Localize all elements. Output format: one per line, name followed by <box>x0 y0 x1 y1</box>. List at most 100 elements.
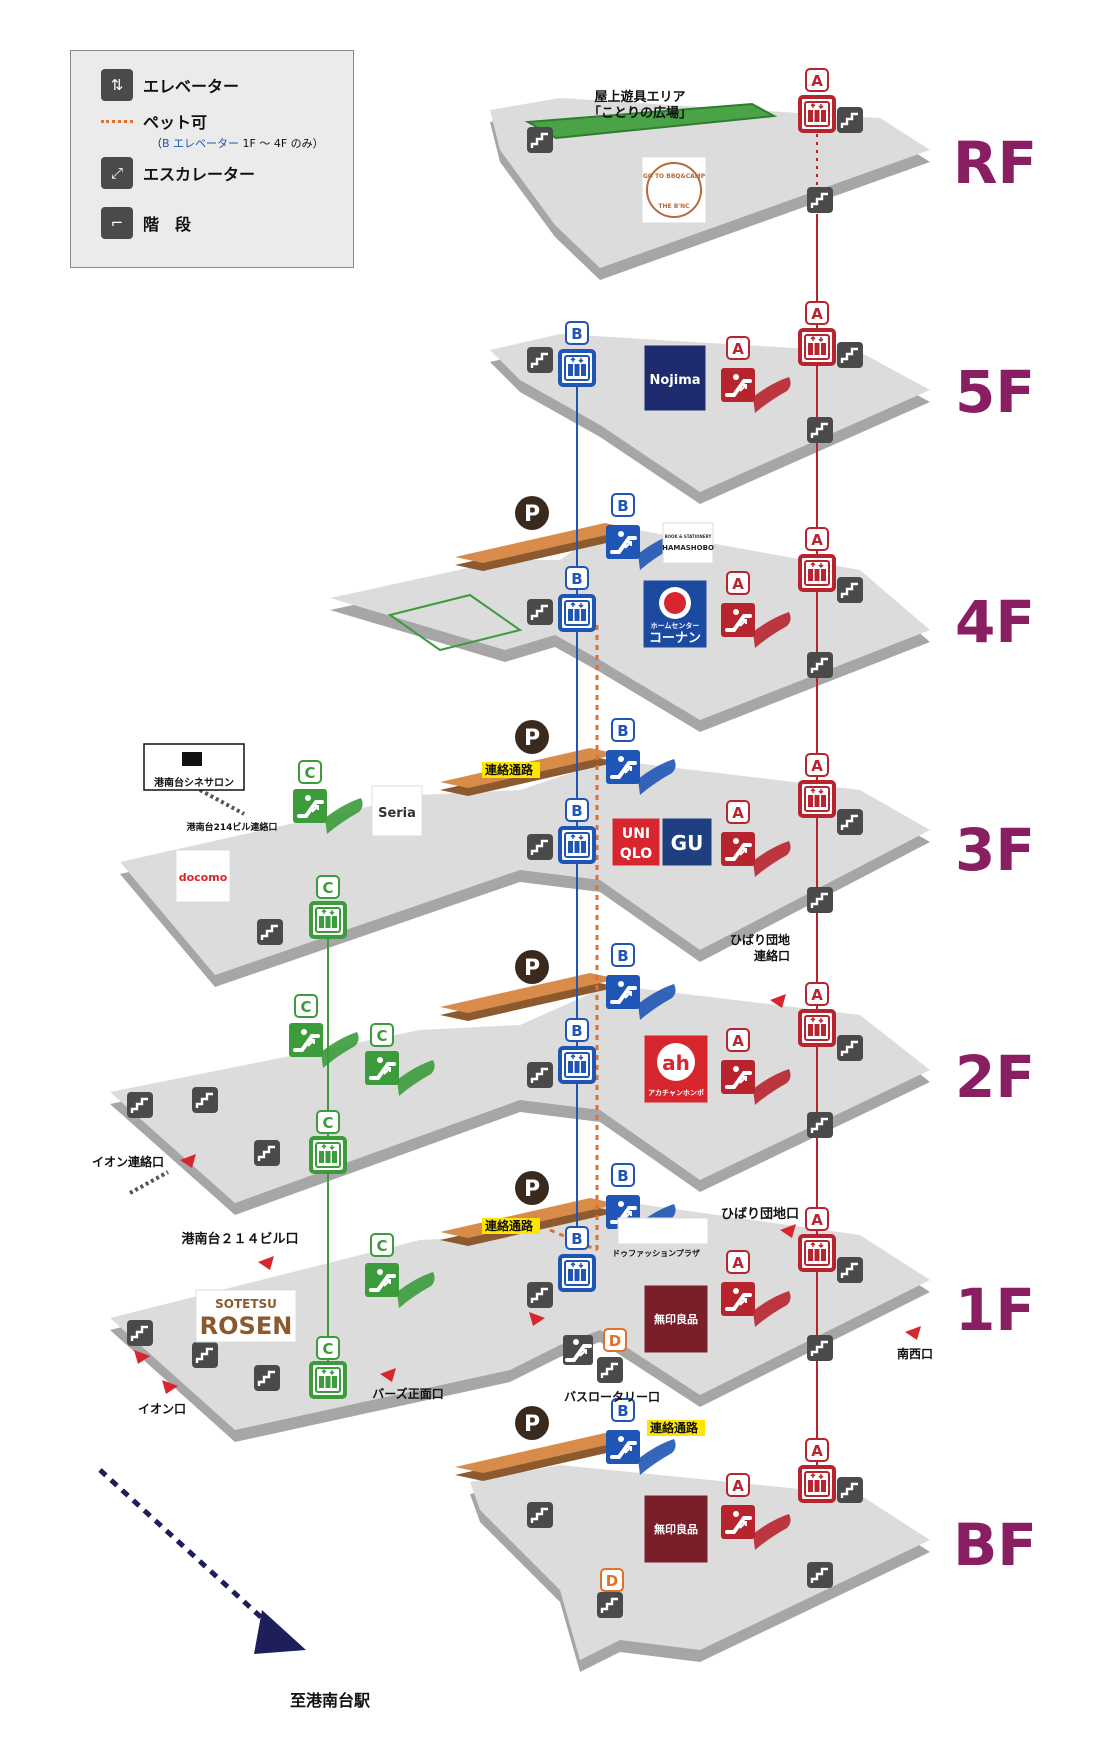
elevator-a-icon-4f <box>801 557 833 589</box>
bars-entrance-label: バーズ正面口 <box>372 1386 443 1401</box>
escalator-b-badge-4f-letter: B <box>617 497 628 515</box>
renraku-tag-1f-bg <box>647 1420 705 1436</box>
escalator-b-badge-2f: B <box>611 943 635 967</box>
elevator-a-badge-4f-letter: A <box>811 531 823 549</box>
floor-label-4f: 4F <box>955 588 1035 656</box>
elevator-b-icon-2f <box>561 1049 593 1081</box>
escalator-a-badge-3f: A <box>726 800 750 824</box>
escalator-c-badge-3f-letter: C <box>304 764 315 782</box>
hibari-link-line2: 連絡口 <box>754 948 790 963</box>
floor-label-3f: 3F <box>955 816 1035 884</box>
gu-logo-text: GU <box>671 831 704 855</box>
elevator-b-badge-3f-letter: B <box>571 802 582 820</box>
escalator-c-badge-2f-left: C <box>294 994 318 1018</box>
cinema-camera-icon <box>182 752 202 766</box>
elevator-c-badge-3f-letter: C <box>322 879 333 897</box>
mujirushi-logo-1f <box>643 1284 709 1354</box>
parking-sign-3f <box>515 950 549 984</box>
elevator-a-icon-rf <box>801 98 833 130</box>
bldg214-link-label: 港南台214ビル連絡口 <box>187 821 278 833</box>
elevator-b-icon-1f-frame <box>558 1254 596 1292</box>
elevator-c-badge-2f-letter: C <box>322 1114 333 1132</box>
nojima-logo <box>643 344 707 412</box>
cinema-link-line <box>199 788 245 816</box>
escalator-a-icon-1f-box <box>721 1282 755 1316</box>
escalator-a-badge-2f: A <box>726 1028 750 1052</box>
floor-label-bf: BF <box>953 1511 1037 1579</box>
elevator-b-icon-3f-frame <box>558 826 596 864</box>
elevator-b-badge-2f: B <box>565 1018 589 1042</box>
escalator-c-badge-3f: C <box>298 760 322 784</box>
escalator-d-badge-1f-letter: D <box>609 1332 621 1350</box>
escalator-c-icon-1f-ribbon <box>397 1272 435 1308</box>
stairs-icon-8 <box>805 650 835 680</box>
stairs-icon-20 <box>835 1255 865 1285</box>
bus-rotary-arrow <box>529 1312 545 1326</box>
elevator-c-icon-1f-frame <box>309 1361 347 1399</box>
escalator-a-icon-4f-ribbon <box>753 612 791 648</box>
slab-rf <box>490 98 930 280</box>
bbq-logo-bottom: THE B'NC <box>658 203 690 210</box>
elevator-icon: ⇅ <box>101 69 133 101</box>
cinema-box <box>143 743 245 791</box>
escalator-a-badge-5f-letter: A <box>732 340 744 358</box>
stairs-icon-24 <box>252 1363 282 1393</box>
escalator-a-badge-4f-letter: A <box>732 575 744 593</box>
elevator-a-icon-3f-frame <box>798 780 836 818</box>
escalator-c-badge-1f: C <box>370 1233 394 1257</box>
rooftop-area-line1: 屋上遊具エリア <box>594 89 685 105</box>
legend-stairs-label: 階 段 <box>143 215 192 234</box>
elevator-c-badge-2f: C <box>316 1110 340 1134</box>
elevator-b-icon-5f-frame <box>558 349 596 387</box>
escalator-a-badge-5f: A <box>726 336 750 360</box>
elevator-a-badge-rf-letter: A <box>811 72 823 90</box>
renraku-tag-4f-bg <box>482 762 540 778</box>
elevator-a-badge-1f: A <box>805 1207 829 1231</box>
legend: ⇅ エレベーター ペット可 （B エレベーター 1F ～ 4F のみ） ⤢ エス… <box>70 50 354 268</box>
floor-label-5f: 5F <box>955 358 1035 426</box>
escalator-d-badge-bf-letter: D <box>606 1572 618 1590</box>
escalator-a-badge-bf: A <box>726 1473 750 1497</box>
kohnan-logo-small: ホームセンター <box>651 621 700 630</box>
elevator-c-badge-1f: C <box>316 1336 340 1360</box>
stairs-icon-22 <box>125 1318 155 1348</box>
escalator-b-icon-bf-box <box>606 1430 640 1464</box>
hibari-link-arrow <box>770 994 786 1008</box>
stairs-icon-18 <box>252 1138 282 1168</box>
escalator-b-icon-4f-box <box>606 525 640 559</box>
elevator-b-icon-3f <box>561 829 593 861</box>
bldg214-entrance-arrow <box>258 1256 274 1270</box>
stairs-icon-3 <box>525 345 555 375</box>
bus-rotary-label: バスロータリー口 <box>564 1390 660 1404</box>
stairs-icon-10 <box>835 807 865 837</box>
elevator-c-icon-3f-frame <box>309 901 347 939</box>
parking-sign-3f-letter: P <box>524 956 540 981</box>
elevator-b-icon-1f <box>561 1257 593 1289</box>
elevator-b-icon-4f-frame <box>558 594 596 632</box>
parking-1f <box>455 1433 633 1481</box>
parking-sign-2f-letter: P <box>524 1177 540 1202</box>
slab-4f <box>330 525 930 732</box>
parking-sign-2f <box>515 1171 549 1205</box>
elevator-a-badge-2f: A <box>805 982 829 1006</box>
legend-escalator-label: エスカレーター <box>143 165 256 184</box>
escalator-a-icon-2f-box <box>721 1060 755 1094</box>
aeon-entrance-arrow-1 <box>134 1350 150 1364</box>
elevator-a-icon-1f <box>801 1237 833 1269</box>
escalator-a-badge-bf-letter: A <box>732 1477 744 1495</box>
parking-sign-1f <box>515 1406 549 1440</box>
seria-logo-text: Seria <box>378 806 416 821</box>
escalator-b-badge-2f-letter: B <box>617 947 628 965</box>
stairs-icon-1 <box>835 105 865 135</box>
escalator-b-icon-bf-ribbon <box>638 1439 676 1475</box>
station-arrow-line <box>98 1468 277 1632</box>
hamashobo-logo-text: HAMASHOBO <box>662 544 714 552</box>
station-arrow-head <box>254 1610 306 1654</box>
uniqlo-logo <box>611 817 661 867</box>
nansei-label: 南西口 <box>897 1346 933 1361</box>
legend-escalator-row: ⤢ エスカレーター <box>101 157 255 189</box>
escalator-c-icon-1f-box <box>365 1263 399 1297</box>
escalator-a-badge-4f: A <box>726 571 750 595</box>
stairs-icon-9 <box>525 832 555 862</box>
elevator-b-badge-1f-letter: B <box>571 1230 582 1248</box>
